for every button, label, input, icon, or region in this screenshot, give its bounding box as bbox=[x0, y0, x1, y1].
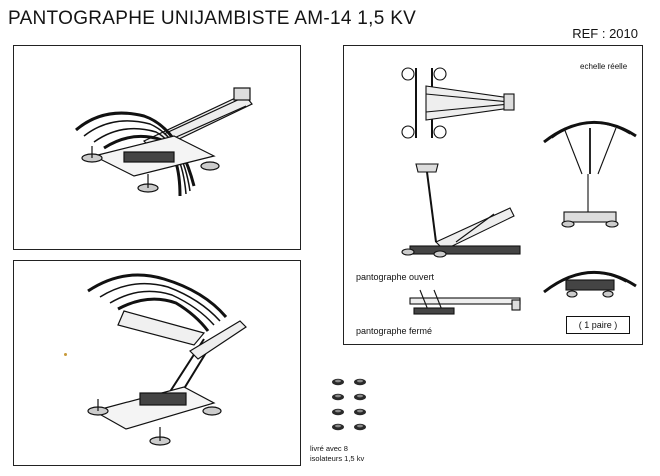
stray-mark bbox=[64, 353, 67, 356]
side-view-closed-drawing bbox=[409, 289, 521, 315]
pantograph-open-drawing bbox=[87, 273, 247, 446]
delivery-note-line2: isolateurs 1,5 kv bbox=[310, 454, 365, 463]
insulator-icon bbox=[332, 378, 344, 386]
insulator-icon bbox=[332, 393, 344, 401]
delivery-note-line1: livré avec 8 bbox=[310, 444, 348, 453]
insulator-icon bbox=[354, 393, 366, 401]
insulators-group bbox=[330, 376, 374, 443]
delivery-note: livré avec 8 isolateurs 1,5 kv bbox=[310, 444, 364, 464]
reference-number: REF : 2010 bbox=[572, 26, 638, 41]
orthographic-drawings bbox=[401, 67, 637, 315]
panel-orthographic: echelle réelle bbox=[343, 45, 643, 345]
page-title: PANTOGRAPHE UNIJAMBISTE AM-14 1,5 KV bbox=[8, 8, 417, 29]
scale-label: echelle réelle bbox=[580, 62, 628, 71]
open-view-label: pantographe ouvert bbox=[356, 272, 435, 282]
panel-iso-closed bbox=[13, 45, 301, 250]
insulator-icon bbox=[332, 423, 344, 431]
top-view-drawing bbox=[401, 67, 515, 139]
front-view-drawing bbox=[543, 120, 637, 228]
pantograph-closed-drawing bbox=[75, 87, 253, 197]
pair-label: ( 1 paire ) bbox=[566, 316, 630, 334]
insulator-icon bbox=[354, 408, 366, 416]
insulator-icon bbox=[354, 378, 366, 386]
end-view-closed-drawing bbox=[543, 270, 637, 298]
side-view-open-drawing bbox=[401, 163, 521, 258]
insulator-icons bbox=[332, 378, 366, 431]
closed-view-label: pantographe fermé bbox=[356, 326, 433, 336]
insulator-icon bbox=[354, 423, 366, 431]
insulator-icon bbox=[332, 408, 344, 416]
panel-iso-open bbox=[13, 260, 301, 466]
